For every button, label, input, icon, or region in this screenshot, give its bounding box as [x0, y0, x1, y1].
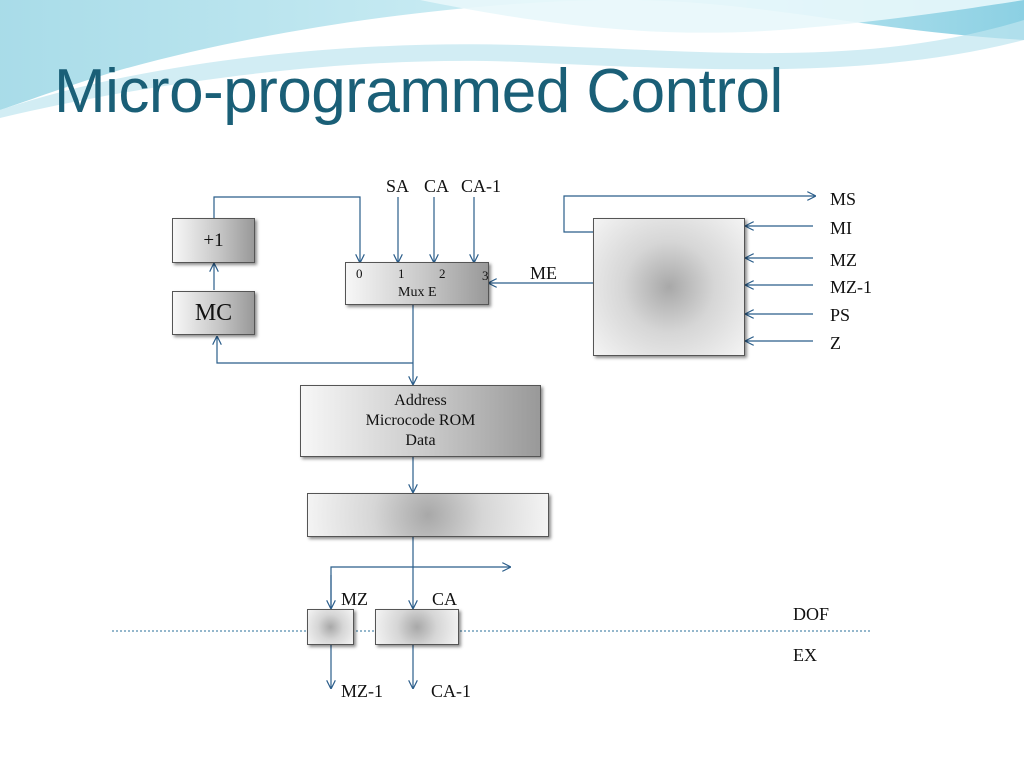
mz-out-label: MZ-1 — [341, 681, 383, 701]
signal-z: Z — [830, 333, 841, 353]
wire-ms — [563, 196, 815, 233]
pipeline-register-box — [307, 493, 549, 537]
mux-e-box: 0 1 2 3 Mux E — [345, 262, 489, 305]
microcode-rom-box: Address Microcode ROM Data — [300, 385, 541, 457]
rom-data-label: Data — [405, 432, 436, 449]
mux-input-0: 0 — [356, 266, 363, 281]
increment-box: +1 — [172, 218, 255, 263]
signal-mz1: MZ-1 — [830, 277, 872, 297]
input-ca-label: CA — [424, 176, 450, 196]
mz-in-label: MZ — [341, 589, 368, 609]
increment-label: +1 — [203, 230, 224, 251]
signal-ms: MS — [830, 189, 857, 209]
wire-inc-to-mux0 — [213, 196, 360, 262]
stage-dof-label: DOF — [793, 604, 830, 624]
control-logic-box — [593, 218, 745, 356]
mux-input-2: 2 — [439, 266, 446, 281]
wire-feedback-mc — [217, 337, 413, 364]
signal-ps: PS — [830, 305, 851, 325]
input-ca1-label: CA-1 — [461, 176, 501, 196]
mc-register-box: MC — [172, 291, 255, 335]
ca-register-box — [375, 609, 459, 645]
rom-address-label: Address — [394, 392, 447, 409]
mz-register-box — [307, 609, 354, 645]
signal-mi: MI — [830, 218, 852, 238]
slide-title: Micro-programmed Control — [54, 57, 783, 126]
input-sa-label: SA — [386, 176, 410, 196]
ca-in-label: CA — [432, 589, 458, 609]
mux-select-label: ME — [530, 263, 557, 283]
mux-input-3: 3 — [482, 268, 489, 283]
stage-ex-label: EX — [793, 645, 817, 665]
mc-label: MC — [194, 300, 233, 326]
mux-input-1: 1 — [398, 266, 405, 281]
ca-out-label: CA-1 — [431, 681, 471, 701]
signal-mz: MZ — [830, 250, 857, 270]
mux-label: Mux E — [398, 285, 437, 300]
rom-title-label: Microcode ROM — [365, 412, 476, 429]
